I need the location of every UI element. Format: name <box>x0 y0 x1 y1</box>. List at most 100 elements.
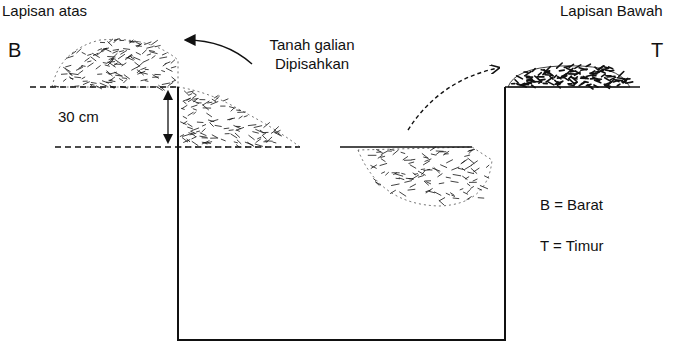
soil-stroke <box>574 82 577 83</box>
soil-stroke <box>193 93 197 95</box>
soil-stroke <box>153 75 159 78</box>
soil-stroke <box>72 51 76 54</box>
soil-stroke <box>253 132 259 133</box>
soil-stroke <box>471 187 474 189</box>
soil-stroke <box>471 169 477 174</box>
soil-stroke <box>453 198 459 200</box>
soil-stroke <box>162 71 165 72</box>
soil-stroke <box>66 56 73 58</box>
soil-stroke <box>386 172 389 175</box>
soil-stroke <box>549 73 553 77</box>
soil-stroke <box>464 192 468 194</box>
soil-stroke <box>83 81 87 82</box>
soil-stroke <box>558 77 561 79</box>
soil-stroke <box>202 142 207 144</box>
soil-stroke <box>527 82 531 84</box>
soil-stroke <box>610 77 615 80</box>
soil-stroke <box>230 107 235 108</box>
soil-stroke <box>276 131 282 136</box>
soil-stroke <box>429 191 434 192</box>
soil-stroke <box>152 40 158 44</box>
soil-stroke <box>586 64 590 66</box>
soil-stroke <box>451 193 455 195</box>
note-label: Tanah galian Dipisahkan <box>262 36 362 74</box>
soil-stroke <box>192 137 196 139</box>
soil-stroke <box>181 122 187 125</box>
soil-stroke <box>166 68 172 71</box>
soil-stroke <box>605 85 610 88</box>
soil-stroke <box>114 39 118 43</box>
soil-stroke <box>468 150 473 152</box>
soil-stroke <box>111 58 115 60</box>
soil-stroke <box>376 182 380 185</box>
soil-stroke <box>538 73 541 75</box>
soil-stroke <box>441 165 447 168</box>
soil-stroke <box>256 139 261 143</box>
soil-stroke <box>194 112 196 114</box>
soil-stroke <box>136 53 140 55</box>
soil-stroke <box>377 150 383 153</box>
soil-stroke <box>189 94 192 96</box>
soil-stroke <box>527 79 532 81</box>
soil-stroke <box>180 135 183 137</box>
soil-stroke <box>126 55 132 60</box>
soil-stroke <box>120 79 123 81</box>
soil-stroke <box>439 182 444 184</box>
soil-stroke <box>413 173 416 175</box>
soil-stroke <box>569 84 574 86</box>
soil-stroke <box>377 152 381 153</box>
soil-stroke <box>428 169 432 170</box>
soil-stroke <box>548 82 554 85</box>
soil-stroke <box>237 140 241 144</box>
soil-stroke <box>66 69 72 75</box>
soil-stroke <box>478 197 484 198</box>
soil-stroke <box>165 62 170 64</box>
soil-stroke <box>231 108 234 111</box>
soil-stroke <box>90 85 92 87</box>
soil-stroke <box>390 149 394 151</box>
soil-stroke <box>271 131 275 134</box>
soil-stroke <box>249 135 255 139</box>
soil-stroke <box>447 160 453 163</box>
soil-stroke <box>431 147 436 150</box>
soil-stroke <box>108 56 116 58</box>
soil-stroke <box>605 82 612 85</box>
soil-stroke <box>264 141 268 142</box>
soil-stroke <box>234 126 241 129</box>
soil-stroke <box>451 181 458 182</box>
soil-stroke <box>274 127 279 131</box>
soil-stroke <box>440 151 446 152</box>
soil-stroke <box>433 168 440 171</box>
soil-stroke <box>183 117 186 119</box>
soil-stroke <box>110 77 114 80</box>
soil-stroke <box>425 180 431 181</box>
soil-stroke <box>423 161 429 165</box>
soil-stroke <box>471 161 477 165</box>
soil-stroke <box>371 166 377 169</box>
soil-stroke <box>591 71 595 74</box>
soil-stroke <box>215 96 220 101</box>
soil-stroke <box>145 42 151 45</box>
soil-stroke <box>468 158 474 163</box>
soil-stroke <box>171 60 175 63</box>
soil-stroke <box>480 186 487 189</box>
soil-stroke <box>537 76 544 78</box>
soil-stroke <box>602 74 606 77</box>
soil-stroke <box>234 141 237 143</box>
soil-stroke <box>467 190 470 193</box>
soil-stroke <box>100 83 107 86</box>
soil-stroke <box>110 85 114 88</box>
soil-stroke <box>424 181 428 185</box>
soil-stroke <box>172 77 175 80</box>
soil-stroke <box>617 78 624 79</box>
soil-stroke <box>576 71 581 74</box>
soil-stroke <box>106 72 109 74</box>
soil-stroke <box>171 67 176 68</box>
soil-stroke <box>392 184 400 186</box>
soil-stroke <box>554 75 557 77</box>
soil-stroke <box>571 77 577 79</box>
soil-stroke <box>237 110 241 111</box>
soil-stroke <box>485 176 489 178</box>
soil-stroke <box>381 159 385 162</box>
soil-stroke <box>188 91 193 92</box>
